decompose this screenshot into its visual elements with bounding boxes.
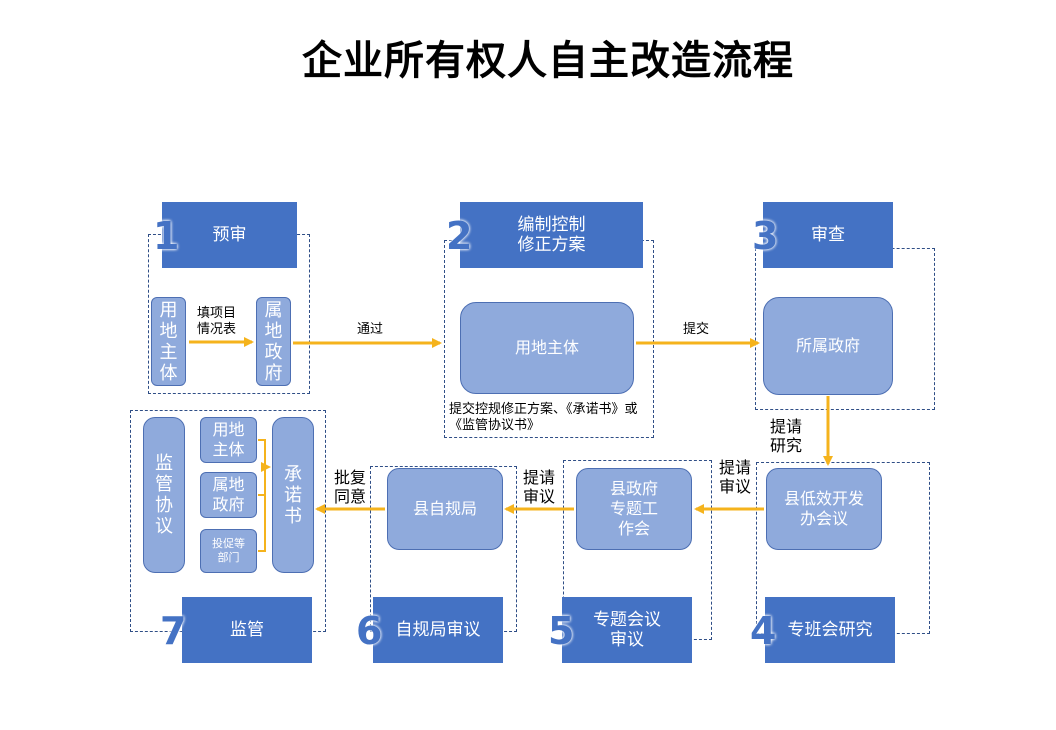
step2-land-user-label: 用地主体 bbox=[514, 338, 579, 357]
step7-header: 监管 bbox=[182, 597, 312, 663]
step1-header-label: 预审 bbox=[212, 225, 247, 245]
label-request-review-2: 提请 审议 bbox=[523, 468, 556, 506]
step5-header: 专题会议 审议 bbox=[562, 597, 692, 663]
step7-agreement-box: 监 管 协 议 bbox=[143, 417, 185, 573]
step7-dept-box: 投促等 部门 bbox=[200, 529, 257, 573]
step5-number: 5 bbox=[548, 609, 575, 653]
page-title: 企业所有权人自主改造流程 bbox=[302, 37, 794, 84]
step2-number: 2 bbox=[446, 214, 473, 258]
step6-number: 6 bbox=[356, 609, 383, 653]
step1-header: 预审 bbox=[162, 202, 297, 268]
label-submit: 提交 bbox=[683, 322, 710, 337]
step2-header: 编制控制 修正方案 bbox=[460, 202, 643, 268]
step4-office-label: 县低效开发 办会议 bbox=[783, 489, 864, 528]
step6-header-label: 自规局审议 bbox=[395, 620, 481, 640]
step4-header: 专班会研究 bbox=[765, 597, 895, 663]
label-request-study: 提请 研究 bbox=[770, 417, 803, 455]
step3-gov-box: 所属政府 bbox=[763, 297, 893, 395]
label-step2-note: 提交控规修正方案、《承诺书》或 《监管协议书》 bbox=[449, 402, 638, 433]
step2-land-user-box: 用地主体 bbox=[460, 302, 634, 394]
step4-office-box: 县低效开发 办会议 bbox=[766, 468, 882, 550]
step6-header: 自规局审议 bbox=[373, 597, 503, 663]
step4-number: 4 bbox=[750, 609, 777, 653]
step5-header-label: 专题会议 审议 bbox=[593, 610, 661, 650]
step7-land-user-box: 用地 主体 bbox=[200, 417, 257, 463]
label-fill-form: 填项目 情况表 bbox=[197, 306, 237, 337]
step1-local-gov-box: 属 地 政 府 bbox=[256, 297, 291, 386]
step7-number: 7 bbox=[160, 609, 187, 653]
step7-header-label: 监管 bbox=[230, 620, 264, 640]
step3-gov-label: 所属政府 bbox=[795, 336, 860, 355]
step3-header: 审查 bbox=[763, 202, 893, 268]
step6-bureau-label: 县自规局 bbox=[412, 499, 477, 518]
step2-header-label: 编制控制 修正方案 bbox=[517, 215, 586, 255]
step4-header-label: 专班会研究 bbox=[787, 620, 873, 640]
step7-bracket bbox=[258, 439, 266, 552]
step3-header-label: 审查 bbox=[811, 225, 845, 245]
step1-land-user-box: 用 地 主 体 bbox=[151, 297, 186, 386]
step7-commitment-box: 承 诺 书 bbox=[272, 417, 314, 573]
step6-bureau-box: 县自规局 bbox=[387, 468, 503, 550]
step7-local-gov-box: 属地 政府 bbox=[200, 472, 257, 518]
step5-meeting-box: 县政府 专题工 作会 bbox=[576, 468, 692, 550]
label-approve: 批复 同意 bbox=[334, 468, 367, 506]
label-request-review-1: 提请 审议 bbox=[719, 458, 752, 496]
step3-number: 3 bbox=[752, 214, 779, 258]
step1-number: 1 bbox=[153, 214, 180, 258]
step5-meeting-label: 县政府 专题工 作会 bbox=[609, 479, 658, 538]
label-pass: 通过 bbox=[357, 322, 384, 337]
